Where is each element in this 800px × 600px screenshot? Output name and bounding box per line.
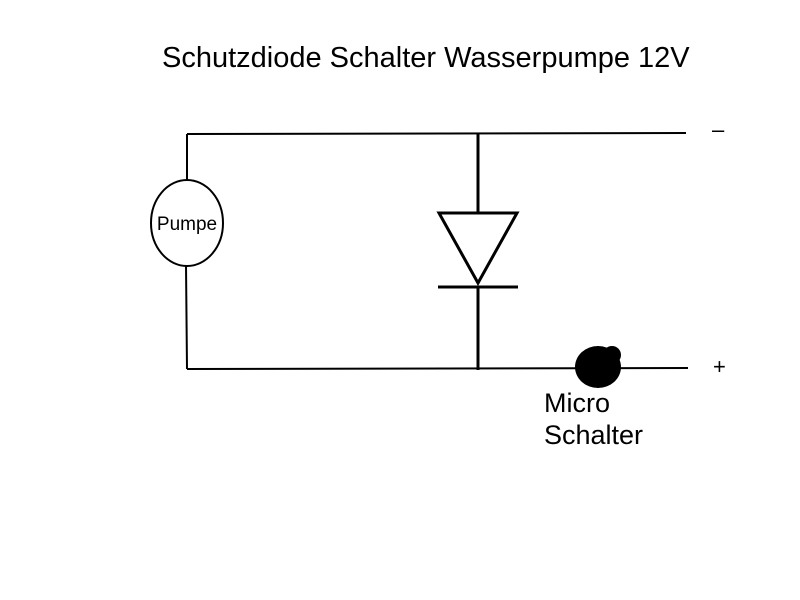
micro-switch-label: Micro Schalter: [544, 387, 643, 451]
micro-switch-label-line1: Micro: [544, 388, 610, 418]
micro-switch-knob: [603, 346, 621, 364]
pump-label: Pumpe: [157, 214, 217, 235]
pump-symbol: [150, 179, 224, 267]
diode-triangle: [436, 211, 520, 287]
positive-terminal-label: +: [713, 354, 726, 379]
negative-terminal-label: –: [712, 117, 725, 142]
micro-switch-label-line2: Schalter: [544, 420, 644, 450]
negative-rail-wire: [186, 132, 687, 135]
pump-bottom-wire: [185, 264, 188, 370]
diagram-title: Schutzdiode Schalter Wasserpumpe 12V: [162, 42, 690, 74]
